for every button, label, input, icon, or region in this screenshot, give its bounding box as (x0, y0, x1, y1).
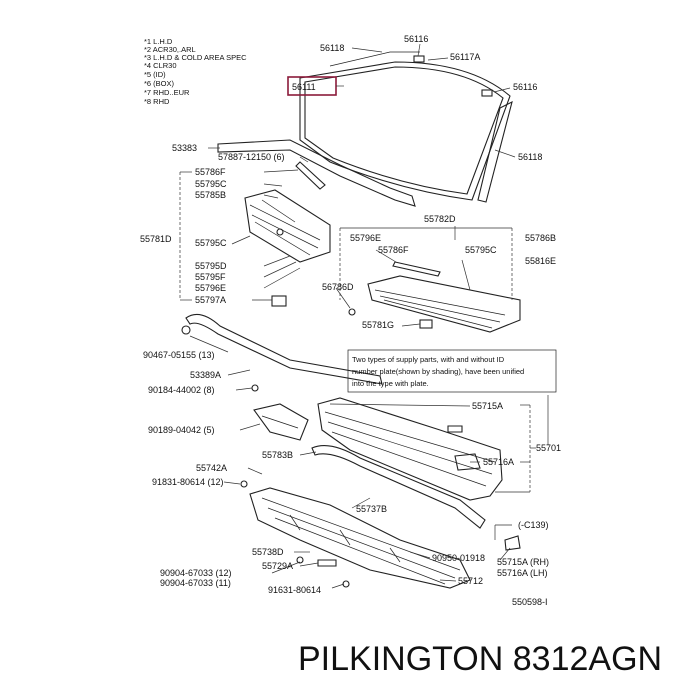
legend-line-4: *4 CLR30 (144, 61, 177, 70)
label-55786b: 55786B (525, 233, 556, 243)
label-55716a-lh: 55716A (LH) (497, 568, 548, 578)
label-91631: 91631-80614 (268, 585, 321, 595)
label-56118-right: 56118 (518, 152, 542, 162)
label-55783b: 55783B (262, 450, 293, 460)
label-55786f-right: 55786F (378, 245, 409, 255)
weatherstrip (181, 313, 383, 385)
label-reference-number: 550598-I (512, 597, 548, 607)
label-55715a-rh: 55715A (RH) (497, 557, 549, 567)
legend-line-1: *1 L.H.D (144, 37, 173, 46)
label-56786d: 56786D (322, 282, 354, 292)
label-91831-top: 91831-80614 (12) (152, 477, 224, 487)
leader-lines (179, 43, 549, 589)
label-56116-b: 56116 (513, 82, 537, 92)
label-90184: 90184-44002 (8) (148, 385, 215, 395)
label-55738d: 55738D (252, 547, 284, 557)
label-55712: 55712 (458, 576, 483, 586)
label-90904-a: 90904-67033 (12) (160, 568, 232, 578)
legend-line-8: *8 RHD (144, 97, 170, 106)
label-90904-b: 90904-67033 (11) (160, 578, 231, 588)
label-56117a: 56117A (450, 52, 480, 62)
dash-lower-panel (249, 487, 521, 589)
label-55795d: 55795D (195, 261, 227, 271)
label-55781g: 55781G (362, 320, 394, 330)
label-55795f: 55795F (195, 272, 226, 282)
cowl-top-left (217, 139, 416, 307)
label-55796e-right: 55796E (350, 233, 381, 243)
legend-line-7: *7 RHD..EUR (144, 88, 190, 97)
label-c139: (-C139) (518, 520, 549, 530)
legend-line-2: *2 ACR30,.ARL (144, 45, 196, 54)
label-56111: 56111 (292, 82, 316, 92)
note-line-1: Two types of supply parts, with and with… (352, 355, 505, 364)
label-90189: 90189-04042 (5) (148, 425, 215, 435)
label-55716a: 55716A (483, 457, 514, 467)
label-55785b: 55785B (195, 190, 226, 200)
label-53389a: 53389A (190, 370, 221, 380)
label-55816e: 55816E (525, 256, 556, 266)
product-caption: PILKINGTON 8312AGN (298, 640, 663, 678)
label-55782d: 55782D (424, 214, 456, 224)
label-55715a: 55715A (472, 401, 503, 411)
label-55796e-left: 55796E (195, 283, 226, 293)
cowl-top-right (348, 261, 521, 333)
note-box: Two types of supply parts, with and with… (347, 349, 557, 393)
label-56116-a: 56116 (404, 34, 428, 44)
label-55786f-top: 55786F (195, 167, 226, 177)
part-labels: 56118 56116 56117A 56111 56116 56118 533… (140, 34, 561, 607)
windshield-glass (299, 51, 513, 203)
label-55742a: 55742A (196, 463, 227, 473)
label-55701: 55701 (536, 443, 561, 453)
label-90950: 90950-01918 (432, 553, 485, 563)
label-55795c-right: 55795C (465, 245, 497, 255)
label-55781d: 55781D (140, 234, 172, 244)
label-55795c-mid: 55795C (195, 238, 227, 248)
legend-line-6: *6 (BOX) (144, 79, 175, 88)
label-55795c-top: 55795C (195, 179, 227, 189)
label-57887: 57887-12150 (6) (218, 152, 285, 162)
legend-line-5: *5 (ID) (144, 70, 166, 79)
label-55797a: 55797A (195, 295, 226, 305)
note-line-3: into the type with plate. (352, 379, 429, 388)
legend: *1 L.H.D *2 ACR30,.ARL *3 L.H.D & COLD A… (144, 37, 247, 106)
label-90467: 90467-05155 (13) (143, 350, 215, 360)
label-55737b: 55737B (356, 504, 387, 514)
legend-line-3: *3 L.H.D & COLD AREA SPEC (144, 53, 247, 62)
cowl-panel (240, 384, 503, 529)
label-53383: 53383 (172, 143, 197, 153)
note-line-2: number plate(shown by shading), have bee… (352, 367, 524, 376)
label-55729a: 55729A (262, 561, 293, 571)
label-56118-top: 56118 (320, 43, 344, 53)
